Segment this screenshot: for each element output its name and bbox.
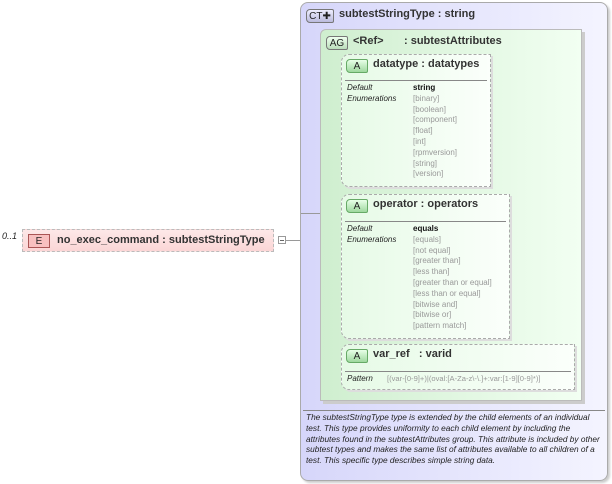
ct-badge-label: CT <box>309 11 323 22</box>
enum-value: [less than] <box>413 267 450 277</box>
attribute-datatype[interactable]: A datatype : datatypes Default Enumerati… <box>341 54 491 187</box>
default-value: string <box>413 83 436 92</box>
enum-value: [binary] <box>413 93 440 103</box>
connector-line <box>301 213 331 214</box>
enum-value: [rpmversion] <box>413 147 458 157</box>
attribute-badge-icon: A <box>346 199 368 213</box>
complex-type-badge-icon: CT✚ <box>306 9 334 23</box>
attribute-title: var_ref : varid <box>373 348 452 360</box>
enum-value: [pattern match] <box>413 321 467 331</box>
enum-value: [greater than or equal] <box>413 277 492 287</box>
enum-value: [not equal] <box>413 245 451 255</box>
pattern-value: [(var-[0-9]+)|(oval:[A-Za-z\-\.]+:var:[1… <box>387 374 541 383</box>
divider <box>345 221 506 222</box>
values-list: equals [equals] [not equal] [greater tha… <box>413 224 492 332</box>
divider <box>303 410 605 411</box>
enum-value: [greater than] <box>413 256 461 266</box>
element-no-exec-command[interactable]: E no_exec_command : subtestStringType <box>22 229 274 252</box>
attribute-operator[interactable]: A operator : operators Default Enumerati… <box>341 194 510 339</box>
values-list: string [binary] [boolean] [component] [f… <box>413 83 457 180</box>
complex-type-title: subtestStringType : string <box>339 8 476 20</box>
enumerations-label: Enumerations <box>347 234 397 244</box>
attribute-group-ref: <Ref> <box>353 35 384 47</box>
enum-value: [float] <box>413 126 433 136</box>
attribute-badge-icon: A <box>346 349 368 363</box>
enum-value: [less than or equal] <box>413 288 481 298</box>
pattern-label: Pattern <box>347 374 373 383</box>
complex-type-box: CT✚ subtestStringType : string AG <Ref> … <box>300 2 608 481</box>
attribute-title: operator : operators <box>373 198 479 210</box>
collapse-toggle-icon[interactable] <box>278 236 286 244</box>
type-description: The subtestStringType type is extended b… <box>306 412 600 466</box>
divider <box>345 371 571 372</box>
default-value: equals <box>413 224 439 233</box>
attribute-var-ref[interactable]: A var_ref : varid Pattern [(var-[0-9]+)|… <box>341 344 575 390</box>
connector-line <box>286 240 300 241</box>
default-label: Default <box>347 83 373 92</box>
enum-value: [string] <box>413 158 438 168</box>
enum-value: [equals] <box>413 234 442 244</box>
enum-value: [version] <box>413 169 444 179</box>
attribute-group-title: : subtestAttributes <box>404 35 502 47</box>
enum-value: [bitwise or] <box>413 310 452 320</box>
enumerations-label: Enumerations <box>347 93 397 103</box>
default-label: Default <box>347 224 373 233</box>
element-badge-icon: E <box>28 234 50 248</box>
enum-value: [boolean] <box>413 104 446 114</box>
enum-value: [bitwise and] <box>413 299 458 309</box>
divider <box>345 80 487 81</box>
enum-value: [int] <box>413 136 426 146</box>
occurrence-label: 0..1 <box>2 231 18 241</box>
enum-value: [component] <box>413 115 458 125</box>
attribute-group-badge-icon: AG <box>326 36 348 50</box>
attribute-badge-icon: A <box>346 59 368 73</box>
attribute-title: datatype : datatypes <box>373 58 480 70</box>
element-title: no_exec_command : subtestStringType <box>57 234 265 246</box>
